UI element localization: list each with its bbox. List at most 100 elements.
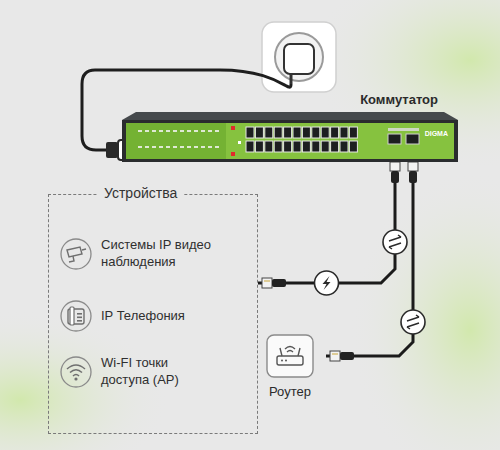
graphic-part bbox=[246, 141, 254, 152]
graphic-part bbox=[215, 146, 219, 148]
graphic-part bbox=[61, 357, 91, 387]
graphic-part bbox=[340, 352, 354, 360]
router-label: Роутер bbox=[254, 384, 326, 399]
graphic-part bbox=[302, 127, 310, 138]
graphic-part bbox=[77, 320, 82, 322]
graphic-part bbox=[349, 127, 357, 138]
router-icon bbox=[266, 334, 314, 378]
device-item: Wi-FI точки доступа (AP) bbox=[59, 355, 249, 389]
graphic-part bbox=[323, 276, 331, 290]
graphic-part bbox=[331, 141, 339, 152]
graphic-part bbox=[274, 127, 282, 138]
graphic-part bbox=[106, 142, 118, 158]
device-item: IP Телефония bbox=[59, 299, 249, 333]
graphic-part bbox=[340, 141, 348, 152]
graphic-part bbox=[126, 123, 226, 159]
graphic-part bbox=[390, 162, 400, 171]
graphic-part bbox=[315, 271, 339, 295]
graphic-part bbox=[67, 365, 85, 369]
graphic-part bbox=[284, 141, 292, 152]
graphic-part bbox=[70, 370, 82, 373]
graphic-part bbox=[285, 347, 295, 353]
graphic-part bbox=[407, 315, 419, 329]
graphic-part bbox=[231, 152, 235, 156]
graphic-part bbox=[409, 171, 417, 183]
wall-socket bbox=[262, 22, 336, 92]
graphic-part bbox=[293, 141, 301, 152]
graphic-part bbox=[173, 130, 177, 132]
graphic-part bbox=[391, 171, 399, 183]
graphic-part bbox=[281, 360, 283, 362]
graphic-part bbox=[201, 130, 205, 132]
rj45-plug bbox=[408, 162, 418, 183]
data-badge bbox=[401, 310, 425, 334]
graphic-part bbox=[67, 247, 82, 257]
graphic-part bbox=[275, 33, 323, 81]
graphic-part bbox=[255, 127, 263, 138]
graphic-part bbox=[262, 278, 272, 288]
device-item: Системы IP видео наблюдения bbox=[59, 237, 249, 271]
brand-label: DIGMA bbox=[425, 130, 448, 137]
graphic-part bbox=[208, 130, 212, 132]
graphic-part bbox=[77, 317, 82, 319]
graphic-part bbox=[406, 134, 419, 144]
graphic-part bbox=[262, 22, 336, 92]
graphic-part bbox=[267, 335, 313, 377]
graphic-part bbox=[280, 348, 300, 356]
camera-icon bbox=[59, 237, 93, 271]
graphic-part bbox=[138, 146, 142, 148]
graphic-part bbox=[383, 230, 407, 254]
graphic-part bbox=[122, 120, 458, 162]
graphic-part bbox=[277, 356, 303, 365]
graphic-part bbox=[201, 146, 205, 148]
graphic-part bbox=[272, 279, 286, 287]
graphic-part bbox=[82, 249, 86, 250]
graphic-part bbox=[302, 141, 310, 152]
graphic-part bbox=[208, 146, 212, 148]
rj45-plug bbox=[330, 351, 354, 361]
graphic-part bbox=[77, 313, 82, 315]
graphic-part bbox=[401, 310, 425, 334]
rj45-plug bbox=[390, 162, 400, 183]
graphic-part bbox=[293, 127, 301, 138]
data-badge bbox=[383, 230, 407, 254]
graphic-part bbox=[264, 281, 270, 282]
graphic-part bbox=[126, 123, 454, 159]
switch-label: Коммутатор bbox=[360, 92, 438, 107]
graphic-part bbox=[265, 141, 273, 152]
power-badge bbox=[315, 271, 339, 295]
graphic-part bbox=[69, 256, 74, 262]
device-group: Системы IP видео наблюдения IP ТелефонияW… bbox=[48, 194, 258, 434]
phone-icon bbox=[59, 299, 93, 333]
graphic-part bbox=[321, 141, 329, 152]
group-title: Устройства bbox=[97, 185, 184, 201]
graphic-part bbox=[331, 127, 339, 138]
graphic-part bbox=[290, 74, 293, 84]
graphic-part bbox=[194, 146, 198, 148]
graphic-part bbox=[180, 146, 184, 148]
graphic-part bbox=[284, 44, 314, 74]
graphic-part bbox=[284, 127, 292, 138]
graphic-part bbox=[194, 130, 198, 132]
graphic-part bbox=[152, 130, 156, 132]
rj45-plug bbox=[262, 278, 286, 288]
green-glow bbox=[350, 170, 500, 450]
network-cable bbox=[326, 162, 413, 356]
device-label: Системы IP видео наблюдения bbox=[101, 237, 236, 271]
graphic-part bbox=[330, 351, 340, 361]
graphic-part bbox=[180, 130, 184, 132]
graphic-part bbox=[187, 130, 191, 132]
wifi-icon bbox=[59, 355, 93, 389]
graphic-part bbox=[152, 146, 156, 148]
graphic-part bbox=[238, 141, 241, 144]
graphic-part bbox=[159, 130, 163, 132]
graphic-part bbox=[255, 141, 263, 152]
graphic-part bbox=[166, 130, 170, 132]
graphic-part bbox=[388, 128, 419, 131]
graphic-part bbox=[61, 301, 91, 331]
graphic-part bbox=[145, 146, 149, 148]
graphic-part bbox=[265, 127, 273, 138]
